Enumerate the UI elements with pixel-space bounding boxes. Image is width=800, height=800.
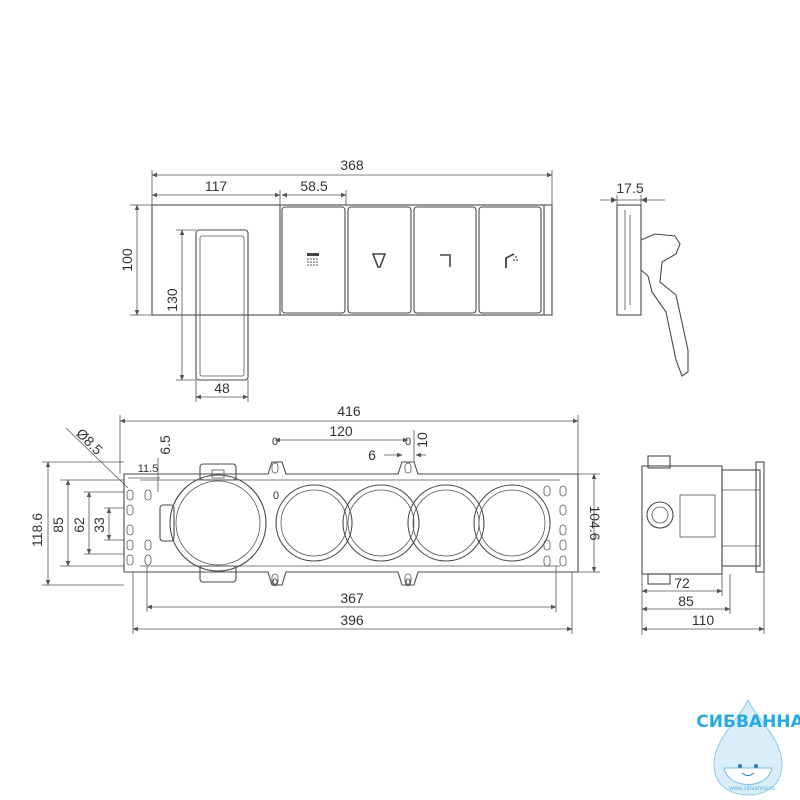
top-slot-2 xyxy=(404,462,412,474)
right-slots xyxy=(543,485,567,567)
slot-marker-5: 0 xyxy=(273,490,279,502)
cartridge-1 xyxy=(275,484,353,562)
dim-100: 100 xyxy=(119,248,135,272)
dim-33: 33 xyxy=(91,517,107,533)
button-4 xyxy=(478,206,542,314)
dim-416: 416 xyxy=(337,403,361,419)
button-3 xyxy=(413,206,477,314)
dim-368: 368 xyxy=(340,157,364,173)
dim-396: 396 xyxy=(340,612,364,628)
dim-110: 110 xyxy=(692,612,715,628)
dim-6: 6 xyxy=(368,447,376,463)
dim-6-5: 6.5 xyxy=(157,435,173,455)
dim-85-left: 85 xyxy=(50,517,66,533)
slot-marker-3: 0 xyxy=(272,577,278,589)
rail-plate xyxy=(123,461,579,586)
logo-name: СИБВАННА xyxy=(696,712,800,732)
bottom-slot-2 xyxy=(404,573,412,585)
button-1 xyxy=(281,206,346,314)
slot-marker-2: 0 xyxy=(405,436,411,448)
dim-104-6: 104.6 xyxy=(587,505,603,540)
dim-dia-8-5: Ø8.5 xyxy=(73,425,106,458)
spout-icon xyxy=(371,253,387,268)
bathtub-icon xyxy=(723,767,773,785)
top-slot-1 xyxy=(271,462,279,474)
l-spout-icon xyxy=(440,254,451,267)
hand-shower-icon xyxy=(505,253,518,268)
side-plate xyxy=(616,204,642,316)
side-handle xyxy=(640,233,689,377)
front-plate xyxy=(151,204,553,316)
button-2 xyxy=(347,206,412,314)
slot-marker-4: 0 xyxy=(405,577,411,589)
mounting-box: 0 0 0 0 0 416 Ø8.5 120 6 10 6.5 11.5 11 xyxy=(29,403,603,634)
dim-58-5: 58.5 xyxy=(300,178,327,194)
slot-marker-1: 0 xyxy=(272,436,278,448)
dim-11-5: 11.5 xyxy=(138,463,159,475)
left-slots xyxy=(126,489,152,566)
main-valve-housing xyxy=(159,463,267,583)
dim-130: 130 xyxy=(164,288,180,312)
dim-117: 117 xyxy=(205,178,228,194)
side-port xyxy=(646,501,674,529)
dim-10: 10 xyxy=(414,432,430,448)
dim-48: 48 xyxy=(214,380,230,396)
dim-120: 120 xyxy=(329,423,353,439)
bottom-slot-1 xyxy=(271,573,279,585)
dim-62: 62 xyxy=(71,517,87,533)
front-handle xyxy=(195,229,249,381)
cartridge-4 xyxy=(473,484,551,562)
dim-118-6: 118.6 xyxy=(29,513,45,547)
shower-icon xyxy=(307,253,319,266)
dim-367: 367 xyxy=(340,590,364,606)
cartridge-2 xyxy=(342,484,420,562)
logo-url: www.sibvanna.ru xyxy=(728,786,774,792)
dim-72: 72 xyxy=(674,575,690,591)
front-view: 368 117 58.5 100 130 48 xyxy=(119,157,553,402)
dim-85-right: 85 xyxy=(678,593,694,609)
logo: СИБВАННА www.sibvanna.ru xyxy=(696,698,800,796)
side-view-bottom: 72 85 110 xyxy=(641,455,765,635)
dim-17-5: 17.5 xyxy=(616,180,643,196)
side-view-top: 17.5 xyxy=(600,180,689,377)
